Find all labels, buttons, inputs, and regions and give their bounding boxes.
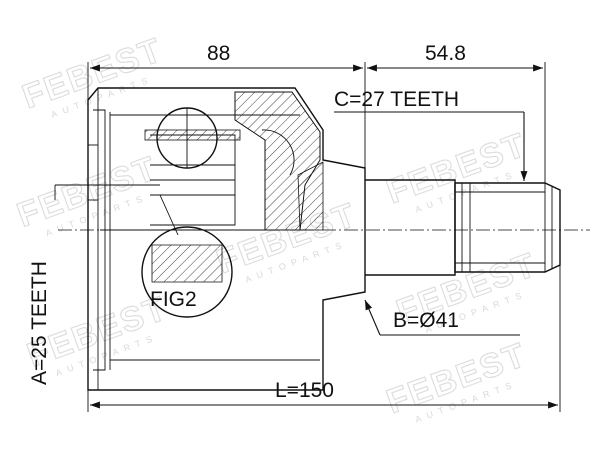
b-diameter-label: B=Ø41 bbox=[393, 309, 459, 332]
annotation-a-teeth: A=25 TEETH bbox=[28, 184, 160, 385]
fig2-detail-circle bbox=[141, 226, 233, 318]
fig2-leader bbox=[159, 194, 179, 236]
dimension-88: 88 bbox=[87, 42, 366, 168]
watermark-1: FEBEST AUTOPARTS bbox=[17, 30, 168, 120]
watermark-2: FEBEST AUTOPARTS bbox=[381, 125, 532, 215]
flange-groove bbox=[93, 109, 106, 371]
joint-housing: FIG2 bbox=[87, 87, 366, 391]
total-length-label: L=150 bbox=[275, 379, 334, 402]
dimension-88-label: 88 bbox=[207, 42, 230, 65]
hatched-cage-strip bbox=[144, 129, 241, 141]
watermark-3: FEBEST AUTOPARTS bbox=[12, 148, 163, 238]
annotation-c-teeth: C=27 TEETH bbox=[334, 88, 528, 181]
ball-arc bbox=[261, 129, 295, 176]
watermark-group: FEBEST AUTOPARTS FEBEST AUTOPARTS FEBEST… bbox=[12, 30, 543, 425]
c-teeth-label: C=27 TEETH bbox=[334, 88, 459, 111]
dimension-54-8-label: 54.8 bbox=[425, 42, 466, 65]
b-leader-arrow bbox=[364, 299, 381, 336]
watermark-7: FEBEST AUTOPARTS bbox=[381, 335, 532, 425]
dimension-total-length: L=150 bbox=[87, 265, 561, 412]
annotation-b-diameter: B=Ø41 bbox=[364, 299, 520, 336]
a-teeth-label: A=25 TEETH bbox=[28, 261, 51, 385]
fig2-label: FIG2 bbox=[150, 288, 197, 311]
fig2-hatched-area bbox=[151, 244, 223, 283]
dimension-54-8: 54.8 bbox=[367, 42, 546, 183]
